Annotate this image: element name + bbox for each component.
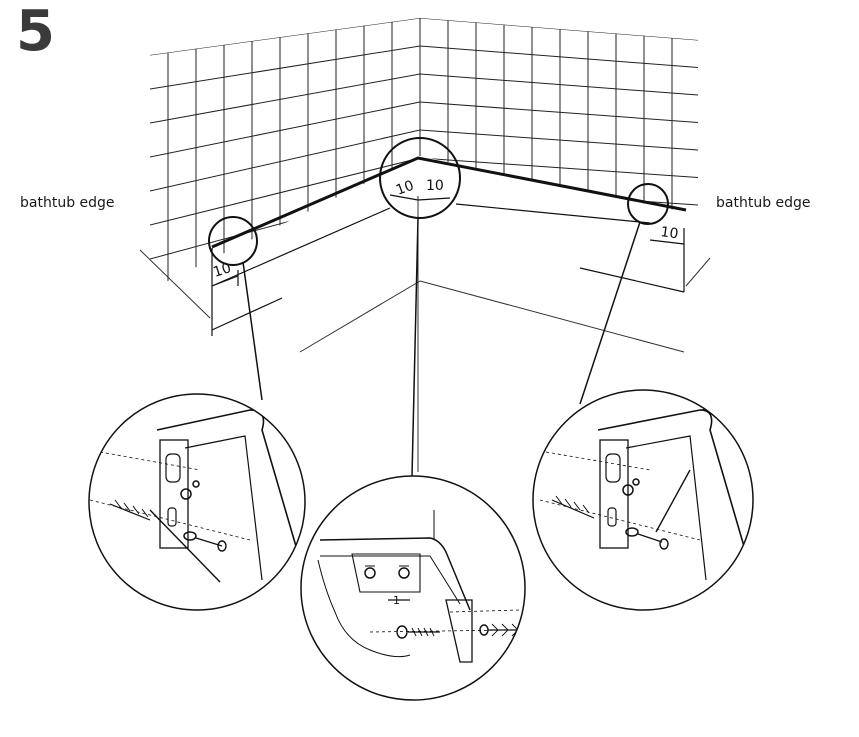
detail-circle-left [88, 393, 306, 611]
dim-corner-left: 10 [394, 178, 416, 199]
highlight-circle-corner [379, 137, 461, 219]
detail-circle-center: 1 [300, 475, 526, 701]
bathtub-edge-line [211, 156, 687, 249]
step-number: 5 [16, 0, 55, 64]
highlight-circle-left [208, 216, 258, 266]
detail-circle-right [532, 389, 754, 611]
highlight-circles [208, 137, 669, 266]
tile-grid-right [420, 18, 698, 215]
bathtub-edge-label-right: bathtub edge [716, 195, 811, 211]
dimension-lines [211, 194, 685, 336]
detail-center-mark: 1 [393, 594, 400, 607]
dim-right-end: 10 [659, 224, 679, 242]
highlight-circle-right [627, 183, 669, 225]
dim-corner-right: 10 [426, 178, 444, 194]
bathtub-edge-label-left: bathtub edge [20, 195, 115, 211]
tile-grid-left [150, 18, 420, 290]
dim-left-end: 10 [211, 260, 233, 281]
room-lines [139, 196, 711, 472]
leader-lines [242, 217, 641, 477]
